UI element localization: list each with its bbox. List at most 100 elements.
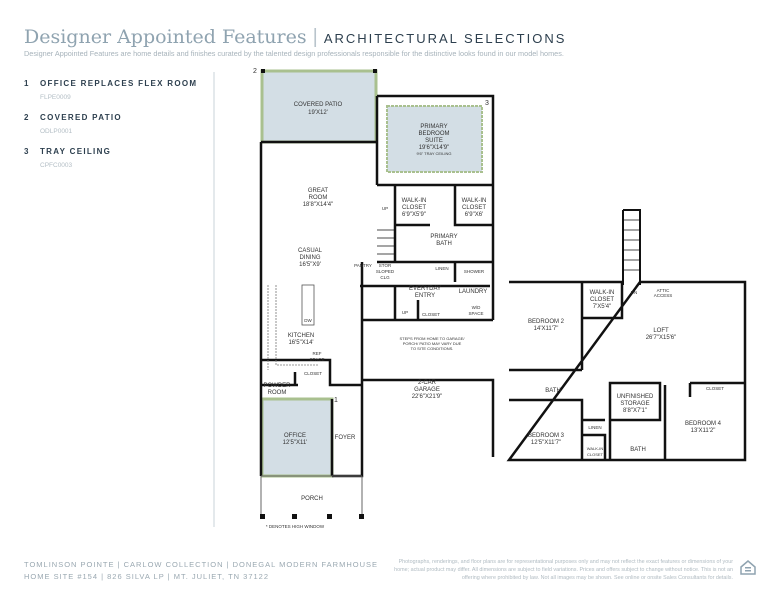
pantry-label: PANTRY	[354, 263, 372, 268]
garage-size: 22'6"X21'9"	[412, 394, 443, 400]
stairs-up-label: UP	[402, 310, 408, 315]
primary-suite-label: SUITE	[425, 138, 443, 144]
walkin-closet-label: CLOSET	[587, 452, 604, 457]
closet-label: CLOSET	[304, 371, 322, 376]
walkin-closet-size: 6'9"X5'9"	[402, 212, 426, 218]
everyday-entry-label: EVERYDAY	[409, 286, 441, 292]
tray-ceiling-note: 9'6" TRAY CEILING	[416, 151, 451, 156]
everyday-entry-label: ENTRY	[415, 293, 435, 299]
ref-space-label: REF	[313, 351, 322, 356]
marker-2: 2	[253, 68, 257, 75]
porch-label: PORCH	[301, 496, 323, 502]
great-room-label: GREAT	[308, 188, 329, 194]
bedroom-3-size: 12'5"X11'7"	[531, 440, 561, 446]
kitchen-size: 16'5"X14'	[288, 340, 313, 346]
bedroom-2-label: BEDROOM 2	[528, 319, 565, 325]
first-floor-plan	[259, 69, 495, 519]
title-divider: |	[312, 26, 318, 48]
stairs-down-label: DN	[631, 290, 638, 295]
second-floor-plan	[506, 209, 747, 462]
dishwasher-label: DW	[304, 318, 312, 323]
walkin-closet-label: WALK-IN	[462, 198, 487, 204]
laundry-label: LAUNDRY	[459, 289, 488, 295]
high-window-note: * DENOTES HIGH WINDOW	[266, 524, 325, 529]
primary-suite-tray-ceiling	[386, 105, 483, 173]
equal-housing-opportunity-icon	[740, 560, 756, 575]
walkin-closet-label: WALK-IN	[590, 290, 615, 296]
legal-disclaimer: Photographs, renderings, and floor plans…	[394, 559, 733, 581]
loft-label: LOFT	[653, 328, 669, 334]
unfinished-storage-size: 8'8"X7'1"	[623, 408, 647, 414]
walkin-closet-label: WALK-IN	[402, 198, 427, 204]
feature-item: 3 TRAY CEILING CPFC0003	[24, 141, 111, 169]
bedroom-2-size: 14'X11'7"	[534, 326, 559, 332]
marker-1: 1	[334, 397, 338, 404]
bath-label: BATH	[545, 388, 561, 394]
office-area	[260, 397, 334, 478]
wd-space-label: W/D	[472, 305, 481, 310]
covered-patio-label: COVERED PATIO	[294, 102, 343, 108]
great-room-size: 18'8"X14'4"	[303, 202, 334, 208]
attic-access-label: ACCESS	[654, 293, 673, 298]
primary-suite-size: 19'6"X14'9"	[419, 145, 450, 151]
office-size: 12'5"X11'	[283, 440, 308, 446]
kitchen-label: KITCHEN	[288, 333, 314, 339]
bedroom-4-label: BEDROOM 4	[685, 421, 722, 427]
unfinished-storage-label: STORAGE	[620, 401, 649, 407]
primary-suite-label: BEDROOM	[418, 131, 449, 137]
feature-number: 2	[24, 113, 29, 122]
feature-name: TRAY CEILING	[40, 147, 112, 156]
primary-bath-label: PRIMARY	[430, 234, 457, 240]
bath-label: BATH	[630, 447, 646, 453]
garage-note: STEPS FROM HOME TO GARAGE/	[400, 336, 466, 341]
community-info: TOMLINSON POINTE | CARLOW COLLECTION | D…	[24, 560, 379, 569]
garage-label: GARAGE	[414, 387, 440, 393]
great-room-label: ROOM	[309, 195, 328, 201]
feature-code: FLPE0009	[40, 94, 71, 101]
garage-note: PORCH/ PATIO MAY VARY DUE	[403, 341, 462, 346]
bedroom-3-label: BEDROOM 3	[528, 433, 565, 439]
marker-3: 3	[485, 100, 489, 107]
shower-label: SHOWER	[464, 269, 485, 274]
foyer-label: FOYER	[335, 435, 356, 441]
walkin-closet-label: CLOSET	[402, 205, 426, 211]
feature-number: 1	[24, 79, 29, 88]
powder-room-label: ROOM	[268, 390, 287, 396]
storage-label: STOR	[379, 263, 392, 268]
ref-space-label: SPACE	[310, 357, 325, 362]
page-header: Designer Appointed Features| ARCHITECTURA…	[24, 26, 566, 49]
casual-dining-size: 16'5"X9'	[299, 262, 321, 268]
closet-label: CLOSET	[422, 312, 440, 317]
linen-label: LINEN	[435, 266, 448, 271]
page-description: Designer Appointed Features are home det…	[24, 49, 564, 58]
garage-note: TO SITE CONDITIONS.	[411, 346, 454, 351]
linen-label: LINEN	[588, 425, 601, 430]
attic-access-label: ATTIC	[657, 288, 670, 293]
powder-room-label: POWDER	[264, 383, 292, 389]
closet-label: CLOSET	[706, 386, 724, 391]
feature-number: 3	[24, 147, 29, 156]
stairs-up-label: UP	[382, 206, 388, 211]
page-subtitle: ARCHITECTURAL SELECTIONS	[323, 31, 567, 46]
wd-space-label: SPACE	[469, 311, 484, 316]
primary-bath-label: BATH	[436, 241, 452, 247]
covered-patio-size: 19'X12'	[308, 110, 328, 116]
feature-code: ODLP0001	[40, 128, 73, 135]
covered-patio-area	[260, 69, 378, 144]
room-labels: 2 3 1 COVERED PATIO 19'X12' PRIMARY BEDR…	[253, 68, 724, 529]
walkin-closet-label: WALK-IN	[587, 446, 604, 451]
feature-code: CPFC0003	[40, 162, 73, 169]
home-site-info: HOME SITE #154 | 826 SILVA LP | MT. JULI…	[24, 572, 270, 581]
walkin-closet-label: CLOSET	[590, 297, 614, 303]
walkin-closet-size: 7'X5'4"	[593, 304, 611, 310]
office-label: OFFICE	[284, 433, 306, 439]
page-title: Designer Appointed Features	[24, 26, 307, 48]
walkin-closet-size: 6'9"X6'	[465, 212, 483, 218]
casual-dining-label: DINING	[300, 255, 321, 261]
bedroom-4-size: 13'X11'2"	[691, 428, 716, 434]
primary-suite-label: PRIMARY	[420, 124, 447, 130]
unfinished-storage-label: UNFINISHED	[617, 394, 654, 400]
